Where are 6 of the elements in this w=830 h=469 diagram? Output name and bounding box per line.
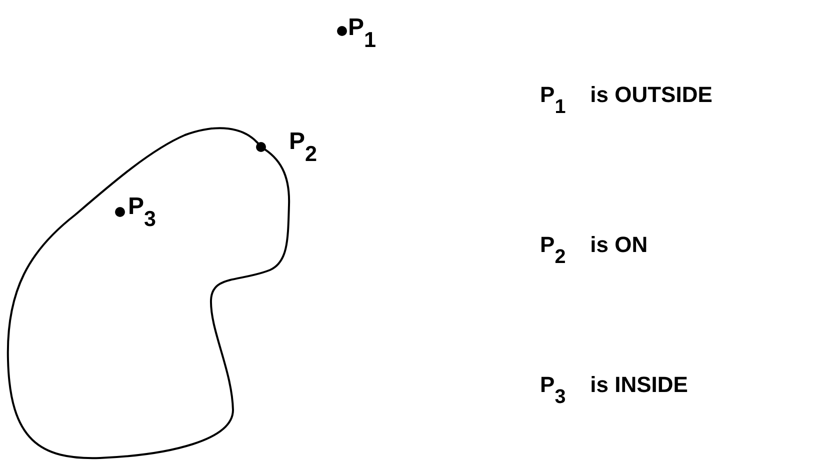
statement-text: P$_{1}$ is OUTSIDE [540,82,712,120]
point-label: P$_{2}$ [289,128,318,167]
statement-text: P$_{3}$ is INSIDE [540,372,688,410]
statement-text: P$_{2}$ is ON [540,232,648,270]
point-label: P$_{3}$ [128,193,156,232]
point-label: P$_{1}$ [348,14,376,53]
